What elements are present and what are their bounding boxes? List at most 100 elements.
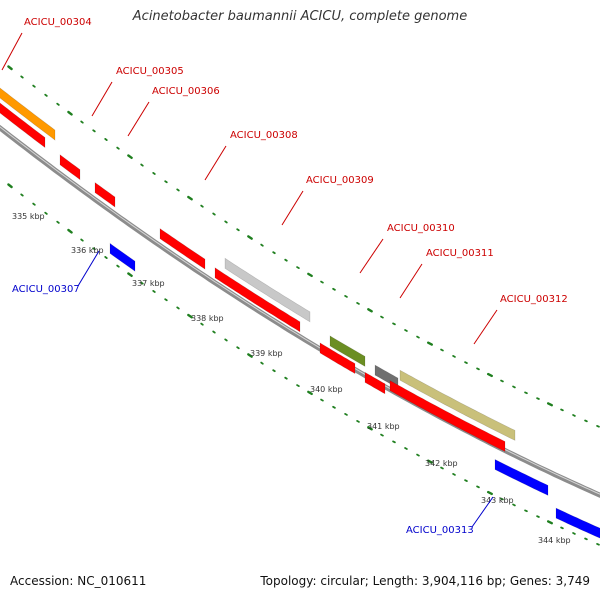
outer-tick — [524, 391, 528, 395]
gene-block-red — [389, 380, 506, 452]
outer-tick — [464, 361, 468, 365]
scale-label: 336 kbp — [71, 246, 104, 255]
outer-tick — [247, 235, 253, 240]
gene-block-red — [159, 228, 206, 270]
gene-label-1: ACICU_00304 — [24, 17, 92, 28]
inner-tick — [80, 238, 84, 242]
scale-label: 342 kbp — [425, 459, 458, 468]
outer-tick — [127, 154, 133, 160]
inner-tick — [176, 306, 180, 310]
gene-block-blue — [494, 459, 549, 496]
inner-tick — [260, 361, 264, 365]
outer-tick — [547, 402, 553, 407]
inner-tick — [440, 466, 444, 470]
inner-tick — [116, 264, 120, 268]
inner-tick — [344, 412, 348, 416]
inner-tick — [212, 330, 216, 334]
outer-tick — [284, 258, 288, 262]
outer-tick — [344, 294, 348, 298]
outer-tick — [476, 367, 480, 371]
inner-tick — [152, 289, 156, 293]
outer-tick — [367, 308, 373, 313]
inner-tick — [464, 479, 468, 483]
gene-label-9: ACICU_00312 — [500, 294, 568, 305]
outer-tick — [307, 272, 313, 278]
page-title: Acinetobacter baumannii ACICU, complete … — [132, 9, 468, 24]
inner-tick — [164, 298, 168, 302]
outer-tick — [512, 385, 516, 389]
inner-tick — [32, 202, 36, 206]
outer-tick — [380, 315, 384, 319]
inner-tick — [476, 485, 480, 489]
outer-tick — [320, 280, 324, 284]
inner-tick — [427, 459, 433, 464]
scale-label: 340 kbp — [310, 385, 343, 394]
gene-label-connector — [91, 81, 113, 117]
outer-tick — [80, 120, 84, 124]
outer-tick — [572, 414, 576, 417]
gene-block-red — [0, 102, 46, 149]
inner-tick — [127, 272, 133, 277]
inner-tick — [487, 490, 493, 496]
gene-label-2: ACICU_00305 — [116, 66, 184, 77]
inner-tick — [536, 515, 540, 518]
inner-tick — [512, 503, 516, 507]
outer-tick — [176, 188, 180, 192]
inner-tick — [104, 255, 108, 260]
outer-tick — [32, 84, 36, 88]
gene-block-blue — [555, 507, 600, 539]
outer-tick — [452, 354, 456, 358]
tick-marks — [7, 65, 600, 546]
inner-tick — [44, 211, 48, 215]
gene-label-connector — [471, 496, 494, 528]
outer-tick — [44, 93, 48, 97]
inner-tick — [140, 281, 144, 285]
topology-summary: Topology: circular; Length: 3,904,116 bp… — [260, 574, 590, 588]
inner-tick — [272, 369, 276, 373]
inner-tick — [596, 543, 600, 546]
backbone — [0, 124, 600, 498]
scale-label: 343 kbp — [481, 496, 514, 505]
inner-tick — [236, 346, 240, 350]
outer-tick — [560, 408, 564, 412]
scale-label: 335 kbp — [12, 212, 45, 221]
inner-tick — [392, 440, 396, 444]
outer-tick — [392, 322, 396, 326]
gene-block-red — [214, 267, 301, 333]
gene-block-orange — [0, 87, 56, 141]
outer-tick — [104, 137, 108, 142]
gene-block-red — [94, 182, 116, 208]
scale-label: 344 kbp — [538, 536, 571, 545]
inner-tick — [224, 338, 228, 342]
inner-tick — [500, 497, 504, 501]
outer-tick — [332, 287, 336, 291]
inner-tick — [200, 322, 204, 326]
backbone-highlight — [0, 126, 600, 495]
gene-label-connector — [1, 32, 23, 71]
outer-tick — [416, 335, 420, 339]
outer-tick — [116, 146, 120, 150]
inner-tick — [380, 433, 384, 437]
inner-tick — [92, 247, 96, 251]
inner-tick — [404, 447, 408, 450]
outer-tick — [224, 220, 228, 224]
gene-label-connector — [77, 250, 100, 287]
outer-tick — [272, 251, 276, 255]
outer-tick — [7, 65, 13, 71]
scale-label: 339 kbp — [250, 349, 283, 358]
gene-label-connector — [473, 309, 498, 345]
outer-tick — [260, 243, 264, 247]
gene-block-blue — [109, 242, 136, 272]
outer-tick — [20, 75, 24, 79]
outer-tick — [236, 228, 240, 232]
gene-label-4: ACICU_00307 — [12, 284, 80, 295]
outer-tick — [140, 163, 144, 167]
outer-tick — [487, 372, 493, 378]
outer-tick — [536, 397, 540, 400]
inner-tick — [284, 376, 288, 380]
outer-tick — [212, 212, 216, 216]
gene-block-khaki — [399, 369, 516, 441]
inner-tick — [307, 390, 313, 396]
gene-block-red — [364, 371, 386, 395]
